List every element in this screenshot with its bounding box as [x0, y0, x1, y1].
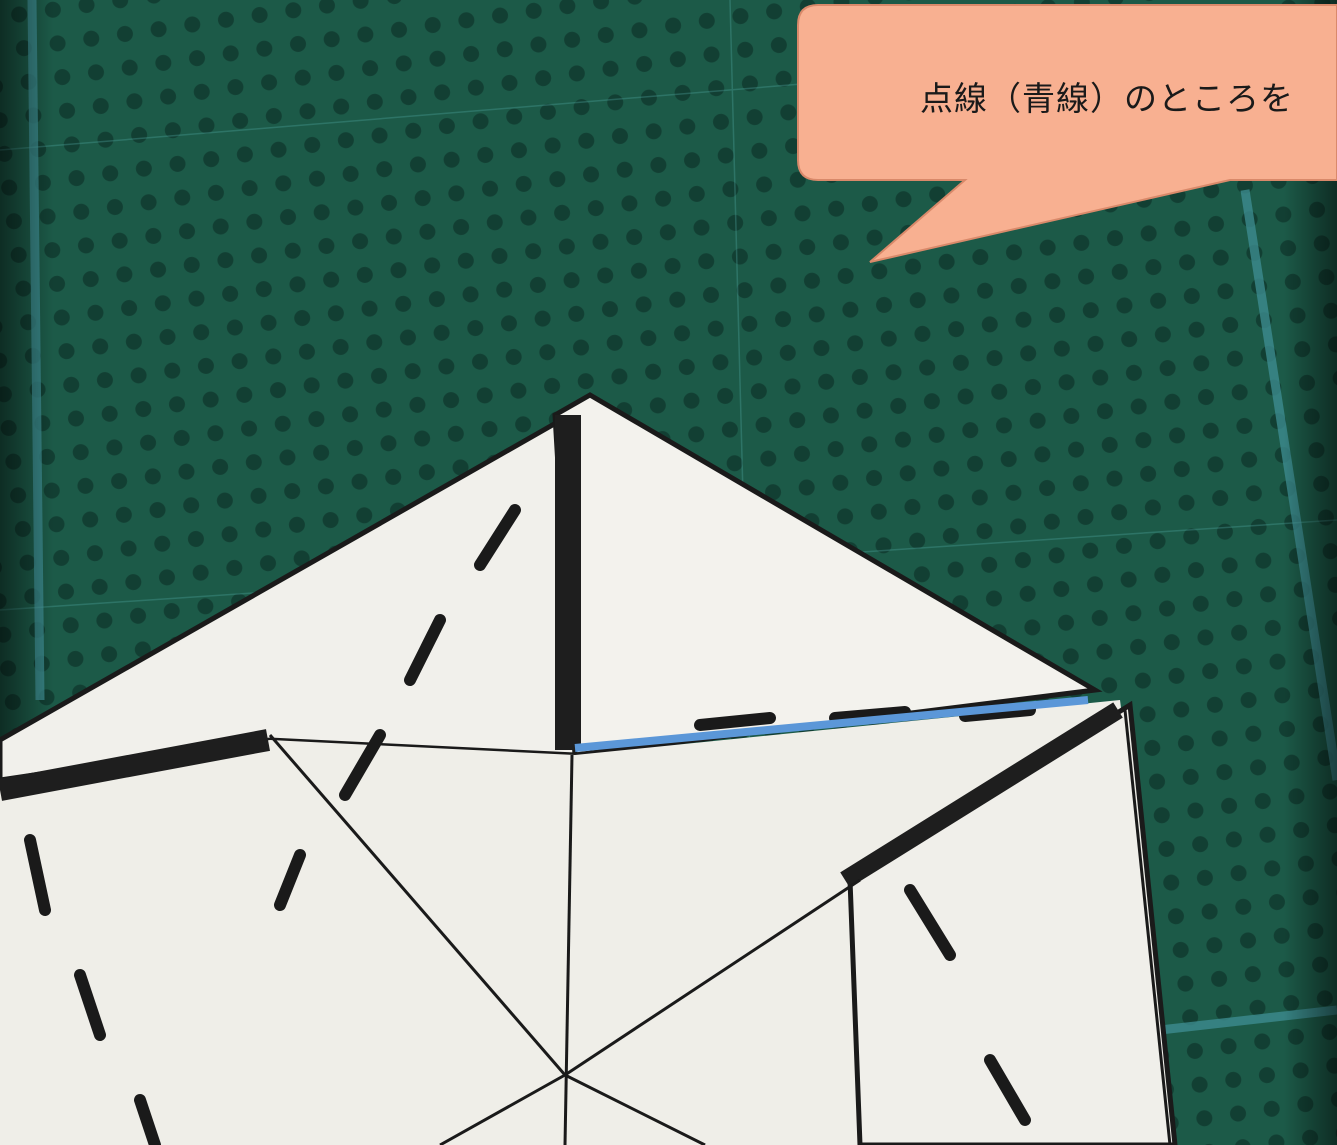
blue-highlight-line — [574, 696, 1089, 752]
heavy-fold-lines — [0, 415, 1123, 888]
callout-text: 点線（青線）のところを — [920, 79, 1294, 118]
crease-lines — [268, 709, 1172, 1145]
speech-callout — [797, 4, 1337, 263]
dashed-crease-lines — [24, 504, 1036, 1145]
origami-paper — [0, 392, 1178, 1145]
